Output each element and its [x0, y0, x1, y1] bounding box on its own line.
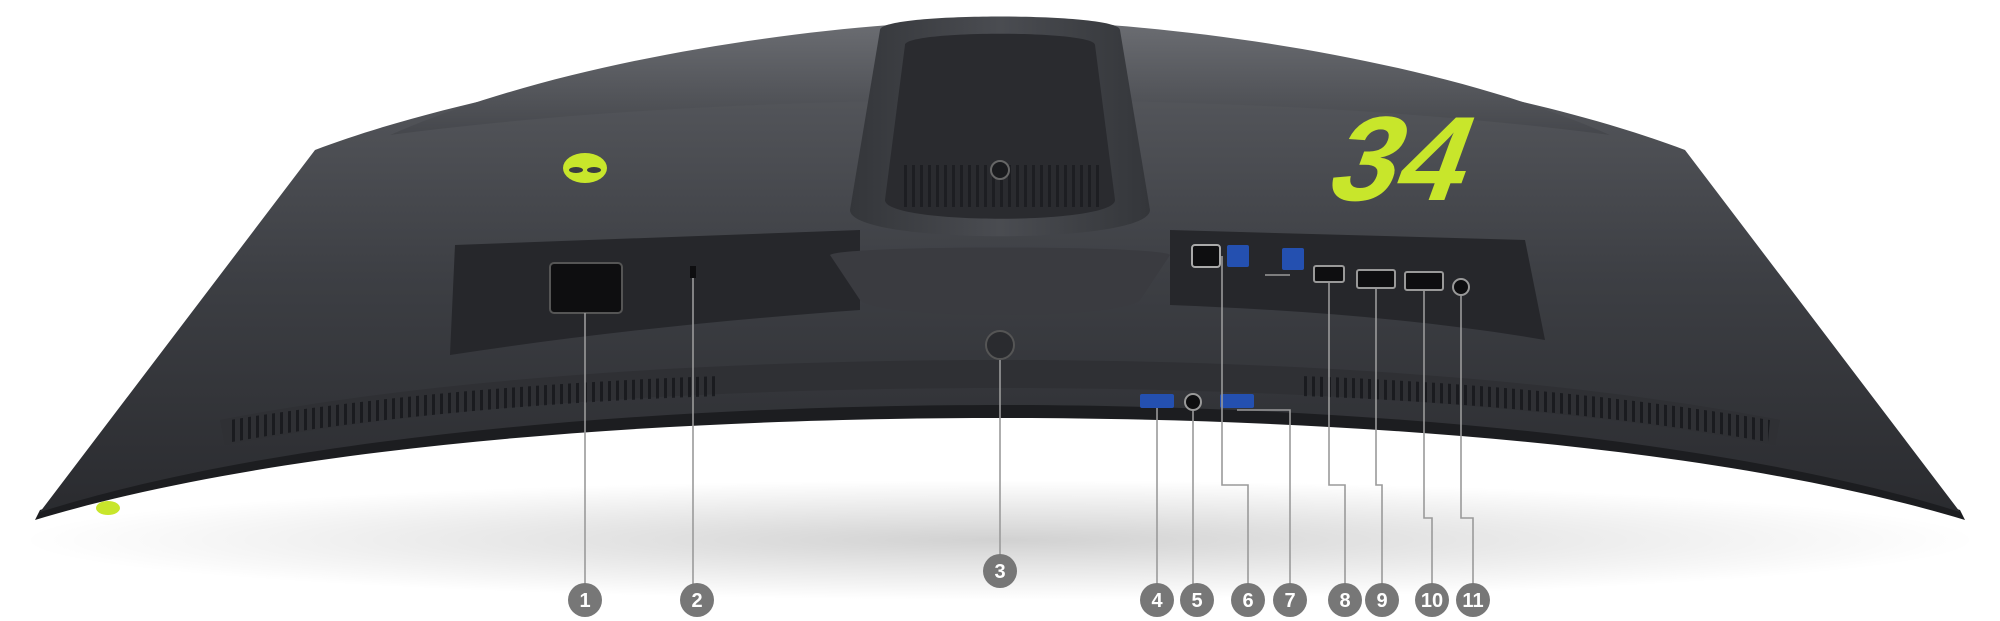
audio-line-out-port [1452, 278, 1470, 296]
alien-logo-icon [563, 153, 607, 183]
callout-number: 10 [1421, 590, 1443, 612]
callout-11: 11 [1456, 583, 1490, 617]
callout-number: 6 [1242, 590, 1253, 612]
callout-number: 1 [579, 590, 590, 612]
callout-1: 1 [568, 583, 602, 617]
vent-right [1300, 376, 1770, 442]
stand-release-button[interactable] [985, 330, 1015, 360]
usb-upstream-port [1191, 244, 1221, 268]
power-led-icon [96, 501, 120, 515]
callout-2: 2 [680, 583, 714, 617]
callout-8: 8 [1328, 583, 1362, 617]
usb-bottom-port-2 [1220, 394, 1254, 408]
hdmi-port [1313, 265, 1345, 283]
usb-bottom-port-1 [1140, 394, 1174, 408]
usb-downstream-port-a [1227, 245, 1249, 267]
callout-line-11 [1460, 295, 1474, 585]
usb-downstream-port-b [1282, 248, 1304, 270]
callout-10: 10 [1415, 583, 1449, 617]
callout-lines [584, 256, 1474, 585]
vent-left [230, 376, 720, 442]
callout-number: 4 [1151, 590, 1163, 612]
security-lock-slot [690, 266, 696, 278]
callout-number: 8 [1339, 590, 1350, 612]
callout-line-8 [1328, 282, 1346, 585]
stand-bracket [830, 247, 1170, 315]
callout-6: 6 [1231, 583, 1265, 617]
callout-line-10 [1423, 290, 1433, 585]
callout-number: 7 [1284, 590, 1295, 612]
displayport-2 [1404, 271, 1444, 291]
callout-number: 9 [1376, 590, 1387, 612]
callout-7: 7 [1273, 583, 1307, 617]
callout-4: 4 [1140, 583, 1174, 617]
callout-9: 9 [1365, 583, 1399, 617]
callout-line-9 [1375, 288, 1383, 585]
callout-3: 3 [983, 554, 1017, 588]
displayport-1 [1356, 269, 1396, 289]
callout-number: 11 [1462, 590, 1483, 612]
callout-number: 2 [691, 590, 702, 612]
headphone-port [1184, 393, 1202, 411]
stand-screw [990, 160, 1010, 180]
callout-line-7 [1237, 274, 1291, 585]
callout-badges: 1 2 3 4 5 6 7 8 [568, 554, 1490, 617]
callout-number: 5 [1191, 590, 1202, 612]
power-connector [549, 262, 623, 314]
callout-number: 3 [994, 561, 1005, 583]
callout-line-6 [1221, 256, 1249, 585]
io-recess-left [450, 230, 860, 355]
callout-5: 5 [1180, 583, 1214, 617]
